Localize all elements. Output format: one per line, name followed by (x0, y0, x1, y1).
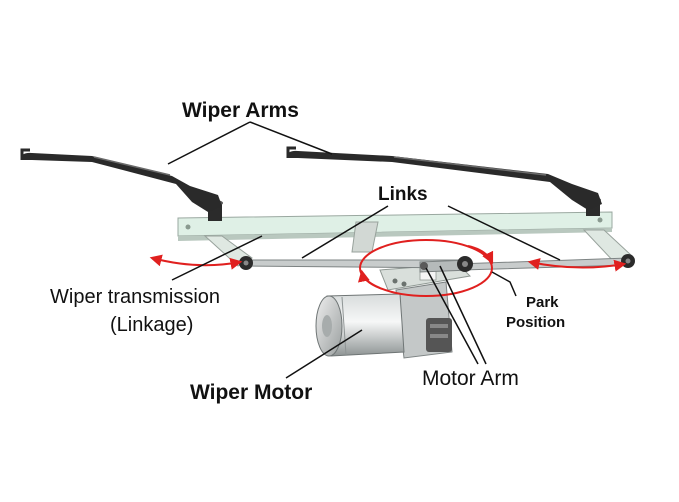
rotation-arrow-right (467, 245, 494, 265)
right-wiper-arm (286, 146, 602, 210)
leader-wiper-transmission (171, 235, 263, 281)
mount-bolt (401, 281, 407, 287)
leader-wiper-arms-right (249, 121, 333, 155)
leader-links-right (447, 205, 561, 261)
frame-rivet (185, 224, 191, 230)
label-wiper-transmission: Wiper transmission (50, 286, 220, 308)
motor-rotation-circle (359, 239, 493, 297)
rotation-arrow-left (358, 269, 381, 289)
frame-rivet (597, 217, 603, 223)
leader-motor-arm-1 (425, 267, 479, 365)
label-motor-arm: Motor Arm (422, 367, 519, 390)
motion-arrows (149, 239, 627, 297)
center-bracket (351, 221, 379, 253)
leader-motor-arm-2 (439, 265, 487, 365)
left-wiper-arm (20, 148, 223, 212)
links (244, 257, 629, 273)
label-position: Position (506, 314, 565, 331)
right-link-travel-arrow (527, 258, 627, 272)
label-wiper-arms: Wiper Arms (182, 99, 299, 122)
label-links: Links (378, 184, 428, 205)
leader-links-left (301, 205, 389, 259)
leader-lines (167, 121, 561, 379)
leader-wiper-arms-left (167, 121, 251, 165)
left-link-travel-arrow (149, 254, 243, 270)
labels: Wiper Arms Links Wiper transmission (Lin… (50, 99, 565, 404)
leader-park-position (491, 271, 517, 297)
label-park: Park (526, 294, 559, 311)
leader-wiper-motor (285, 329, 363, 379)
mount-bolt (392, 278, 398, 284)
label-wiper-motor: Wiper Motor (190, 381, 312, 404)
label-linkage: (Linkage) (110, 314, 193, 336)
